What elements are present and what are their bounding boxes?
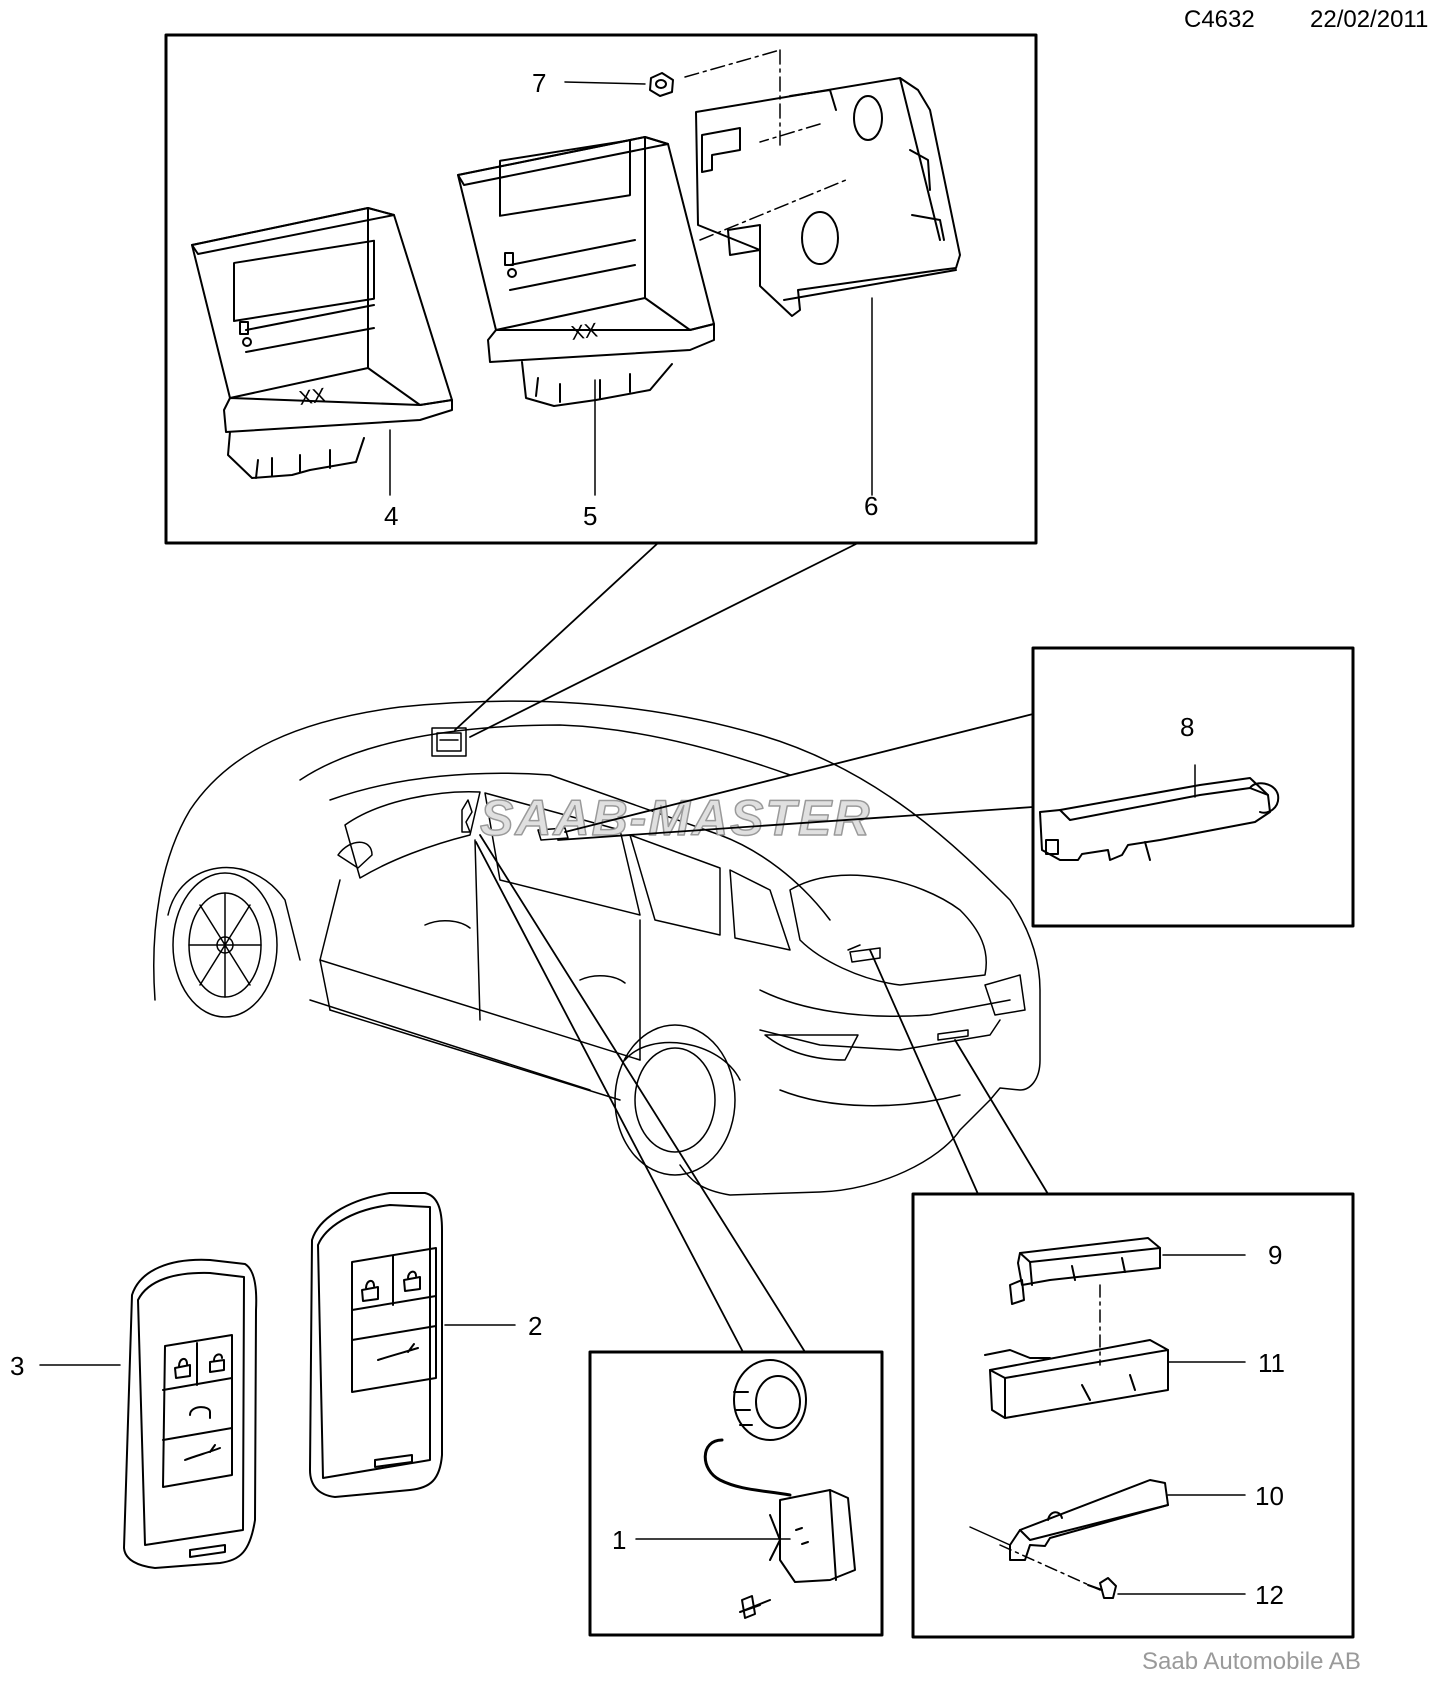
zoom-connector-9-12 [869,949,1049,1195]
callout-11: 11 [1258,1348,1285,1378]
zoom-connector-8 [557,713,1034,841]
car-component-markers [431,727,969,1041]
callout-10: 10 [1255,1481,1284,1511]
holder-11 [984,1339,1169,1419]
callout-1: 1 [612,1525,626,1555]
callout-12: 12 [1255,1580,1284,1610]
callout-6: 6 [864,491,878,521]
watermark: SAAB-MASTER [480,790,871,846]
drawing-code: C4632 [1184,6,1255,33]
callout-8: 8 [1180,712,1194,742]
module-5-marking: XX [570,319,599,345]
bracket-6 [695,77,961,317]
callout-9: 9 [1268,1240,1282,1270]
zoom-connector-top [454,542,859,738]
callout-2: 2 [528,1311,542,1341]
vehicle-outline [153,700,1041,1196]
drawing-date: 22/02/2011 [1310,6,1429,33]
zoom-connector-1 [475,834,806,1353]
control-module-5: XX [457,136,715,407]
callout-5: 5 [583,501,597,531]
footer-brand: Saab Automobile AB [1142,1648,1361,1675]
callout-3: 3 [10,1351,24,1381]
inset-antennas-9-12: 9 11 10 12 [911,1192,1355,1639]
inset-control-modules: XX XX [164,33,1038,545]
callout-4: 4 [384,501,398,531]
module-4-marking: XX [298,384,327,410]
inset-receiver-1: 1 [588,1350,884,1637]
rear-wheel [614,1024,736,1176]
antenna-10 [969,1479,1169,1561]
screw-12 [999,1544,1117,1599]
nut-7 [649,72,674,97]
key-fob-3: 3 [10,1258,258,1569]
control-module-4: XX [191,207,453,479]
inset-antenna-8: 8 [1031,646,1355,928]
front-wheel [172,872,278,1018]
key-fob-2: 2 [309,1192,542,1498]
antenna-9 [1009,1237,1161,1305]
callout-7: 7 [532,68,546,98]
